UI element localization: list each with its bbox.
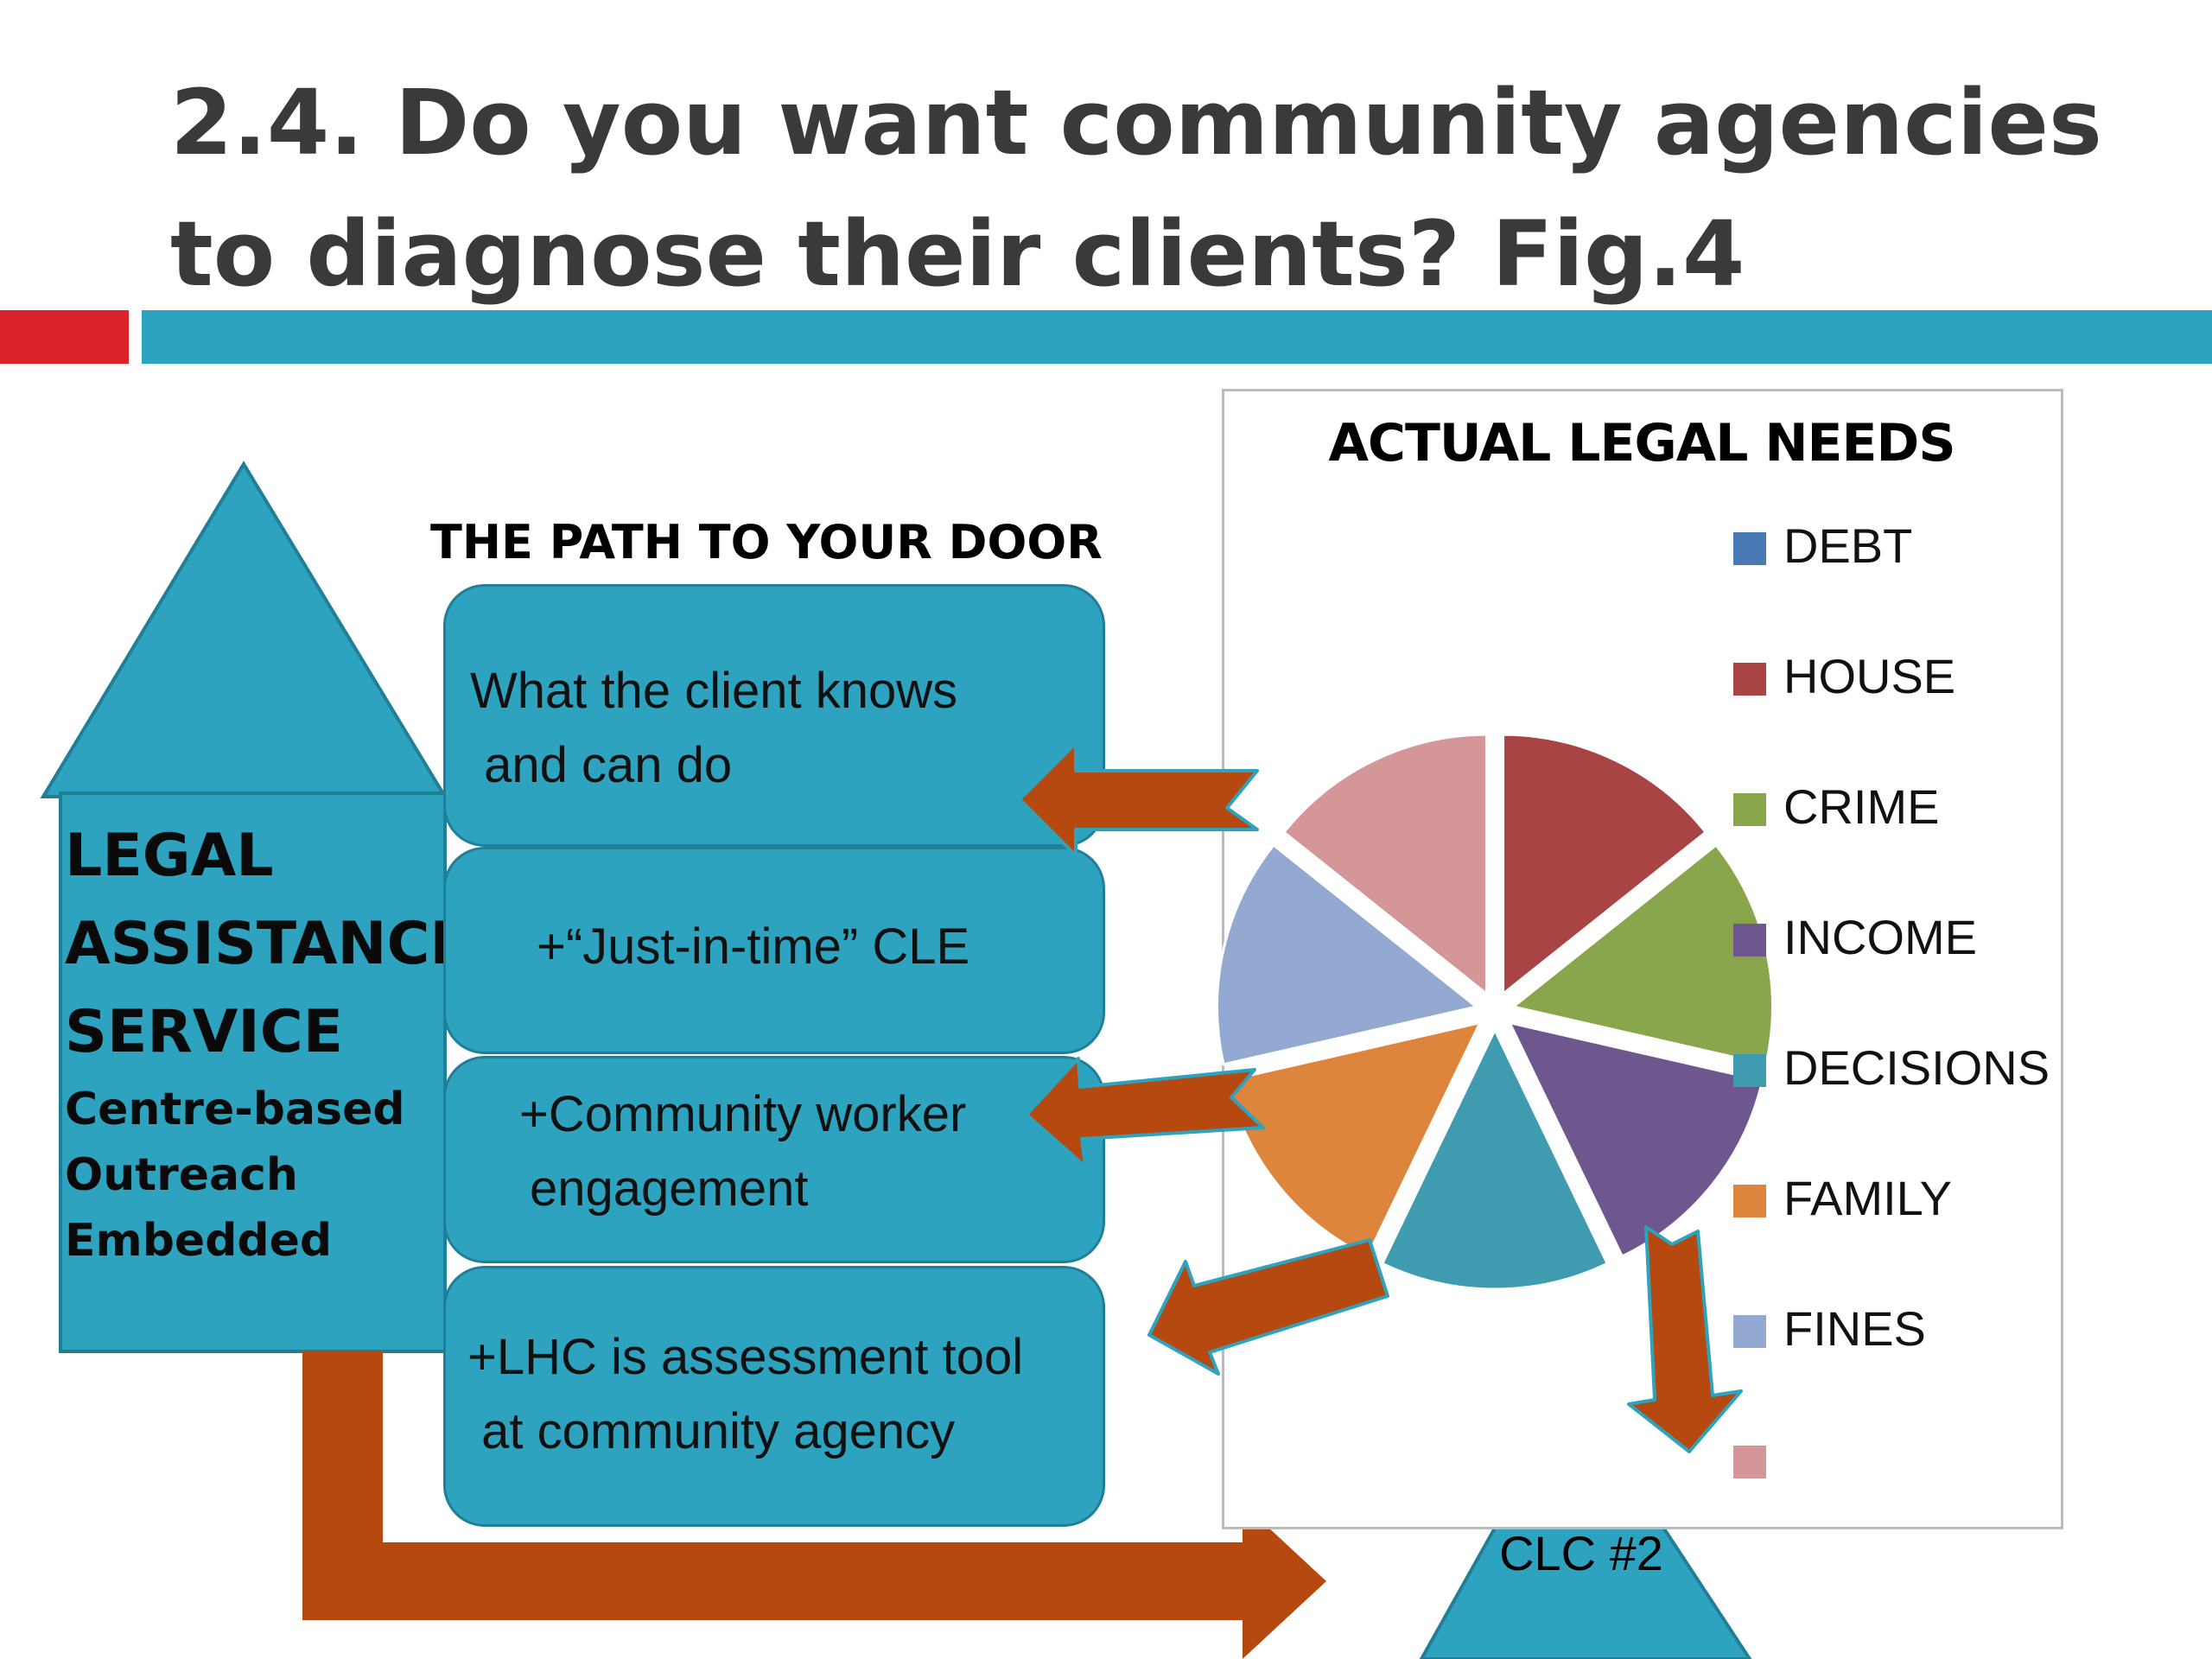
- pie-slice-unlabeled: [1281, 733, 1488, 997]
- pie-slice-fines: [1216, 842, 1479, 1066]
- pie-slice-income: [1507, 1020, 1764, 1259]
- path-box-line: +“Just-in-time” CLE: [537, 918, 970, 975]
- house-subline: Outreach: [65, 1149, 298, 1201]
- clc-label: CLC #2: [1499, 1526, 1663, 1580]
- legend-label: DECISIONS: [1783, 1040, 2050, 1095]
- legend-item: HOUSE: [1733, 645, 2062, 776]
- legend-item: DEBT: [1733, 515, 2062, 645]
- legend-item: CRIME: [1733, 776, 2062, 906]
- path-box-line: engagement: [530, 1160, 809, 1217]
- house-line: SERVICE: [65, 998, 344, 1066]
- legend-swatch: [1733, 1315, 1766, 1348]
- path-title: THE PATH TO YOUR DOOR: [430, 515, 1103, 569]
- legend-label: FINES: [1783, 1301, 1926, 1356]
- house-body: [59, 791, 447, 1353]
- house-subline: Centre-based: [65, 1084, 405, 1135]
- pie-slice-house: [1502, 733, 1708, 997]
- pie-slice-decisions: [1380, 1027, 1610, 1291]
- arrow-to-clc: [1627, 1225, 1743, 1453]
- title-divider-bar: [142, 310, 2212, 364]
- house-subline: Embedded: [65, 1215, 333, 1267]
- slide-title: 2.4. Do you want community agencies to d…: [170, 70, 2102, 307]
- house-to-clc-arrow: [302, 1351, 1326, 1659]
- path-box-community-worker: +Community worker engagement: [443, 1056, 1105, 1263]
- path-box-line: +Community worker: [519, 1086, 967, 1142]
- house-line: ASSISTANCE: [65, 910, 470, 978]
- legend-swatch: [1733, 1185, 1766, 1217]
- legend-swatch: [1733, 1446, 1766, 1478]
- legend-swatch: [1733, 532, 1766, 565]
- legend-swatch: [1733, 663, 1766, 696]
- legend-swatch: [1733, 1054, 1766, 1087]
- legend-item: [1733, 1428, 2062, 1559]
- legend-label: CRIME: [1783, 779, 1940, 834]
- title-accent-bar: [0, 310, 129, 364]
- legend-label: FAMILY: [1783, 1171, 1953, 1225]
- path-box-line: What the client knows: [470, 663, 958, 719]
- path-box-just-in-time: +“Just-in-time” CLE: [443, 847, 1105, 1054]
- legal-assistance-service-label: LEGAL ASSISTANCE SERVICE Centre-based Ou…: [65, 812, 470, 1274]
- arrow-to-client-knows: [1018, 741, 1259, 857]
- path-box-line: +LHC is assessment tool: [467, 1329, 1024, 1385]
- path-box-client-knows: What the client knows and can do: [443, 584, 1105, 847]
- legend-swatch: [1733, 793, 1766, 826]
- legend-label: HOUSE: [1783, 649, 1956, 703]
- arrow-to-community-worker: [1025, 1057, 1265, 1168]
- legend-item: DECISIONS: [1733, 1037, 2062, 1167]
- legend-label: DEBT: [1783, 518, 1913, 573]
- legend-item: FAMILY: [1733, 1167, 2062, 1298]
- path-box-lhc-assessment: +LHC is assessment tool at community age…: [443, 1266, 1105, 1527]
- path-box-line: at community agency: [467, 1403, 956, 1459]
- path-box-line: and can do: [470, 737, 733, 793]
- legend-label: INCOME: [1783, 910, 1977, 964]
- legend-item: FINES: [1733, 1298, 2062, 1428]
- house-line: LEGAL: [65, 822, 274, 890]
- legend-swatch: [1733, 924, 1766, 957]
- arrow-to-lhc-assessment: [1147, 1238, 1389, 1376]
- legend-item: INCOME: [1733, 906, 2062, 1037]
- chart-title: ACTUAL LEGAL NEEDS: [1328, 413, 1955, 474]
- chart-legend: DEBT HOUSE CRIME INCOME DECISIONS FAMILY FINES: [1733, 515, 2062, 1559]
